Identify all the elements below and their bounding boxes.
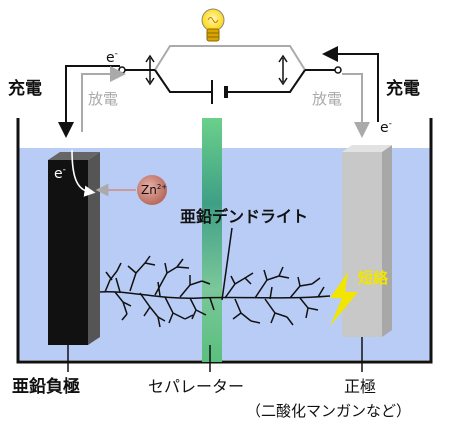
cathode-top — [342, 145, 392, 152]
cathode-note-label: （二酸化マンガンなど） — [246, 402, 411, 420]
switch-right-icon — [278, 54, 288, 86]
lightning-icon — [330, 272, 358, 326]
anode-label: 亜鉛負極 — [12, 376, 80, 397]
switch-left-icon — [145, 54, 155, 86]
charge-label-left: 充電 — [8, 78, 42, 99]
anode-top — [48, 152, 100, 160]
short-circuit-label: 短絡 — [358, 269, 389, 287]
dendrite-pointer — [221, 227, 233, 301]
dendrite-label: 亜鉛デンドライト — [180, 207, 308, 226]
separator-label: セパレーター — [148, 377, 244, 396]
zinc-ion — [137, 175, 167, 205]
zinc-ion-label: Zn2+ — [141, 183, 167, 197]
electron-label-anode: e- — [54, 165, 66, 182]
container — [16, 118, 433, 364]
charge-arrow-right — [322, 46, 379, 122]
cathode-label: 正極 — [344, 377, 376, 396]
electron-label-top-left: e- — [106, 49, 118, 66]
electron-label-top-right: e- — [380, 119, 392, 136]
cathode-side — [382, 145, 392, 337]
discharge-arrow-left — [81, 66, 126, 132]
charge-label-right: 充電 — [386, 78, 420, 99]
anode-electrode — [48, 160, 88, 345]
cathode-electrode — [342, 152, 382, 337]
anode-side — [88, 152, 100, 345]
discharge-arrow-right — [342, 73, 370, 138]
discharge-label-left: 放電 — [88, 90, 118, 108]
external-circuit — [118, 8, 342, 104]
separator — [202, 118, 222, 362]
zinc-dendrite — [97, 255, 331, 328]
charge-arrow-left — [58, 65, 120, 138]
light-bulb-icon — [201, 8, 225, 42]
discharge-label-right: 放電 — [312, 90, 342, 108]
electron-path-arrow — [71, 149, 96, 197]
